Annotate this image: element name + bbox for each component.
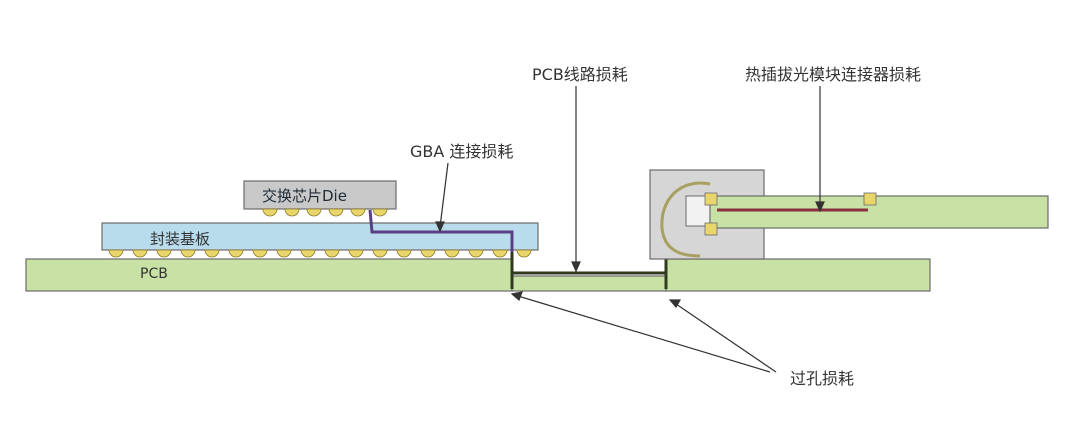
connector-loss-label: 热插拔光模块连接器损耗 — [745, 65, 921, 84]
die-bump — [372, 208, 388, 217]
bga-solder-ball — [276, 249, 292, 258]
bga-solder-ball — [156, 249, 172, 258]
connector-flex-lead — [660, 181, 711, 258]
gba-loss-label: GBA 连接损耗 — [410, 142, 513, 161]
bga-solder-balls — [108, 249, 532, 258]
callout-arrows — [435, 86, 825, 373]
bga-solder-ball — [396, 249, 412, 258]
substrate-label: 封装基板 — [150, 230, 210, 248]
pcb-board-right — [665, 258, 931, 292]
connector-pad-2 — [704, 222, 718, 236]
bga-solder-ball — [132, 249, 148, 258]
die-label: 交换芯片Die — [262, 187, 347, 205]
pcb-label: PCB — [140, 266, 168, 282]
die-bumps — [262, 208, 388, 217]
bga-solder-ball — [252, 249, 268, 258]
die-bump — [262, 208, 278, 217]
pcb-trace-loss-label: PCB线路损耗 — [532, 65, 628, 84]
bga-solder-ball — [204, 249, 220, 258]
bga-solder-ball — [420, 249, 436, 258]
bga-solder-ball — [516, 249, 532, 258]
die-bump — [328, 208, 344, 217]
gba-trace — [368, 209, 514, 256]
bga-solder-ball — [444, 249, 460, 258]
bga-solder-ball — [180, 249, 196, 258]
connector-pad-3 — [863, 192, 877, 206]
bga-solder-ball — [324, 249, 340, 258]
connector-pad-1 — [704, 192, 718, 206]
bga-solder-ball — [300, 249, 316, 258]
die-bump — [284, 208, 300, 217]
die-bump — [350, 208, 366, 217]
bga-solder-ball — [372, 249, 388, 258]
bga-solder-ball — [492, 249, 508, 258]
package-substrate — [101, 222, 539, 251]
optical-module — [709, 195, 1049, 229]
die-bump — [306, 208, 322, 217]
bga-solder-ball — [348, 249, 364, 258]
bga-solder-ball — [228, 249, 244, 258]
via-loss-label: 过孔损耗 — [790, 369, 854, 388]
bga-solder-ball — [108, 249, 124, 258]
pcb-board-middle — [511, 275, 667, 292]
switch-chip-die — [243, 180, 397, 210]
pcb-board-left — [25, 258, 513, 292]
bga-solder-ball — [468, 249, 484, 258]
